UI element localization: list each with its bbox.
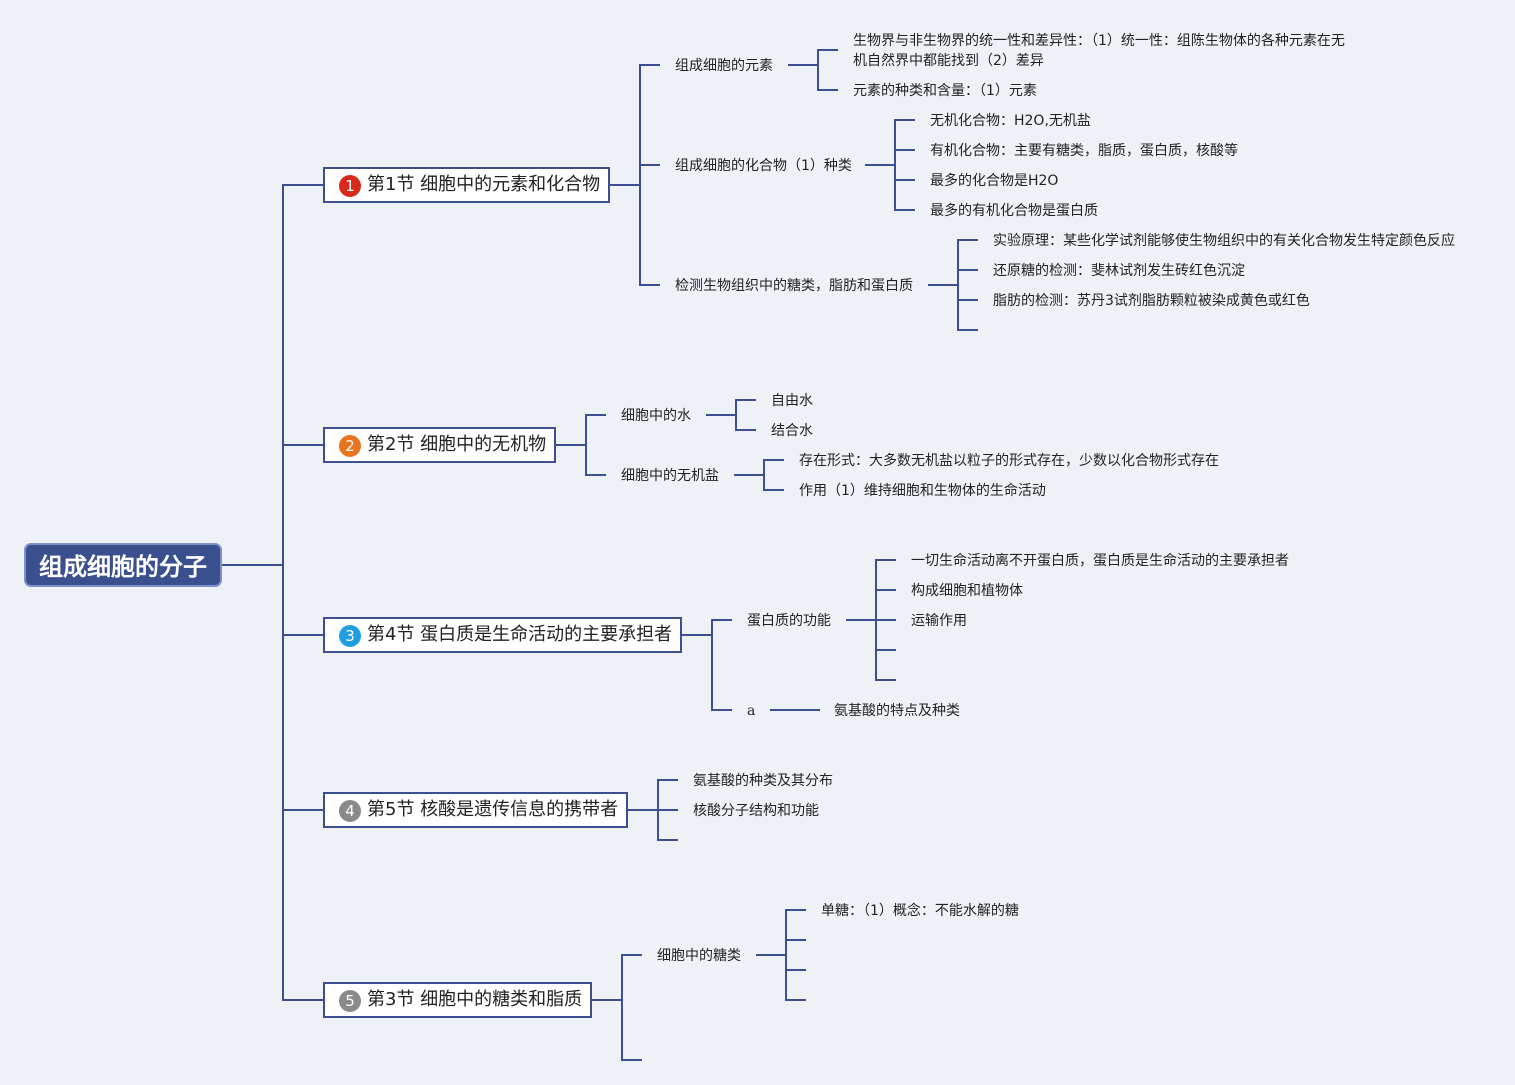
connector-s1-detection — [928, 239, 978, 331]
leaf-free-water[interactable]: 自由水 — [771, 393, 813, 409]
connector-s1-elements — [788, 49, 838, 91]
leaf-unity-diversity[interactable]: 生物界与非生物界的统一性和差异性：（1）统一性：组陈生物体的各种元素在无 — [853, 33, 1345, 49]
leaf-amino-acid[interactable]: 氨基酸的特点及种类 — [834, 703, 960, 719]
topic-elements[interactable]: 组成细胞的元素 — [675, 58, 773, 74]
section-3[interactable]: 3 第4节 蛋白质是生命活动的主要承担者 — [323, 617, 682, 653]
topic-a[interactable]: a — [747, 703, 756, 719]
leaf-protein-main[interactable]: 一切生命活动离不开蛋白质，蛋白质是生命活动的主要承担者 — [911, 553, 1289, 569]
connector-s2-salts — [734, 459, 784, 491]
section-2[interactable]: 2 第2节 细胞中的无机物 — [323, 427, 556, 463]
connector-s2 — [556, 414, 606, 476]
connector-s1-compounds — [865, 119, 915, 211]
leaf-salt-form[interactable]: 存在形式：大多数无机盐以粒子的形式存在，少数以化合物形式存在 — [799, 453, 1219, 469]
topic-detection[interactable]: 检测生物组织中的糖类，脂肪和蛋白质 — [675, 278, 913, 294]
leaf-element-types[interactable]: 元素的种类和含量：（1）元素 — [853, 83, 1037, 99]
topic-inorganic-salts[interactable]: 细胞中的无机盐 — [621, 468, 719, 484]
connector-s4 — [628, 779, 678, 841]
badge-4-icon: 4 — [339, 800, 361, 822]
connector-root — [222, 184, 323, 1001]
topic-water[interactable]: 细胞中的水 — [621, 408, 691, 424]
section-2-title: 第2节 细胞中的无机物 — [367, 434, 547, 455]
connector-s3 — [682, 619, 732, 711]
topic-compounds[interactable]: 组成细胞的化合物（1）种类 — [675, 158, 852, 174]
section-4-title: 第5节 核酸是遗传信息的携带者 — [367, 799, 619, 820]
leaf-inorganic-compounds[interactable]: 无机化合物：H2O,无机盐 — [930, 113, 1091, 129]
connector-s5 — [592, 954, 642, 1061]
section-4[interactable]: 4 第5节 核酸是遗传信息的携带者 — [323, 792, 628, 828]
badge-3-icon: 3 — [339, 625, 361, 647]
section-5-title: 第3节 细胞中的糖类和脂质 — [367, 989, 583, 1010]
leaf-amino-types[interactable]: 氨基酸的种类及其分布 — [693, 773, 833, 789]
topic-protein-function[interactable]: 蛋白质的功能 — [747, 613, 831, 629]
leaf-most-organic[interactable]: 最多的有机化合物是蛋白质 — [930, 203, 1098, 219]
section-3-title: 第4节 蛋白质是生命活动的主要承担者 — [367, 624, 673, 645]
connector-s5-sugars — [756, 909, 806, 1001]
leaf-principle[interactable]: 实验原理：某些化学试剂能够使生物组织中的有关化合物发生特定颜色反应 — [993, 233, 1455, 249]
leaf-monosaccharide[interactable]: 单糖：（1）概念：不能水解的糖 — [821, 903, 1019, 919]
badge-5-icon: 5 — [339, 990, 361, 1012]
connector-s2-water — [706, 399, 756, 431]
topic-sugars[interactable]: 细胞中的糖类 — [657, 948, 741, 964]
leaf-protein-transport[interactable]: 运输作用 — [911, 613, 967, 629]
leaf-fat-detection[interactable]: 脂肪的检测：苏丹3试剂脂肪颗粒被染成黄色或红色 — [993, 293, 1310, 309]
leaf-protein-structure[interactable]: 构成细胞和植物体 — [911, 583, 1023, 599]
root-topic[interactable]: 组成细胞的分子 — [24, 543, 222, 587]
leaf-nucleic-structure[interactable]: 核酸分子结构和功能 — [693, 803, 819, 819]
leaf-bound-water[interactable]: 结合水 — [771, 423, 813, 439]
badge-1-icon: 1 — [339, 175, 361, 197]
leaf-organic-compounds[interactable]: 有机化合物：主要有糖类，脂质，蛋白质，核酸等 — [930, 143, 1238, 159]
leaf-unity-diversity-line2[interactable]: 机自然界中都能找到（2）差异 — [853, 53, 1044, 69]
section-1[interactable]: 1 第1节 细胞中的元素和化合物 — [323, 167, 610, 203]
leaf-most-compound[interactable]: 最多的化合物是H2O — [930, 173, 1059, 189]
connector-s1 — [610, 64, 660, 286]
badge-2-icon: 2 — [339, 435, 361, 457]
section-1-title: 第1节 细胞中的元素和化合物 — [367, 174, 601, 195]
section-5[interactable]: 5 第3节 细胞中的糖类和脂质 — [323, 982, 592, 1018]
connector-s3-function — [846, 559, 896, 681]
leaf-reducing-sugar[interactable]: 还原糖的检测：斐林试剂发生砖红色沉淀 — [993, 263, 1245, 279]
leaf-salt-function[interactable]: 作用（1）维持细胞和生物体的生命活动 — [799, 483, 1046, 499]
